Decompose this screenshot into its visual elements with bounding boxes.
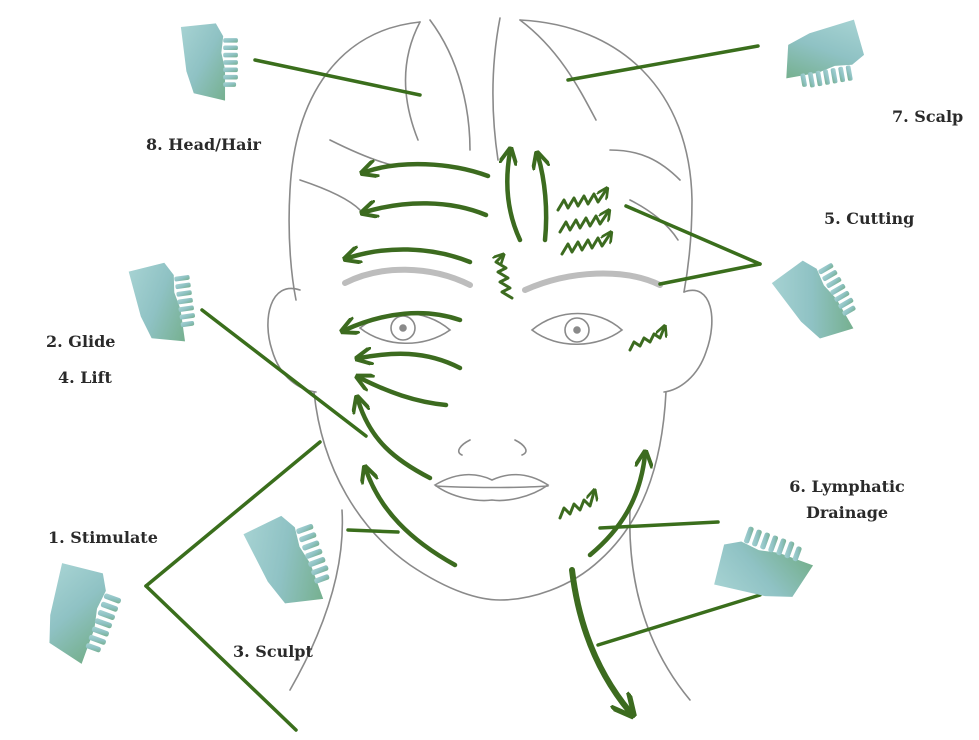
gua-sha-stones xyxy=(32,19,868,669)
massage-arrows xyxy=(345,152,645,712)
gua-sha-comb-stone-icon xyxy=(710,520,818,614)
label-lift: 4. Lift xyxy=(58,370,112,386)
gua-sha-comb-stone-icon xyxy=(32,559,128,669)
gua-sha-comb-stone-icon xyxy=(128,260,198,348)
gua-sha-comb-stone-icon xyxy=(770,249,866,353)
label-sculpt: 3. Sculpt xyxy=(233,644,313,660)
gua-sha-comb-stone-icon xyxy=(778,19,868,92)
label-stimulate: 1. Stimulate xyxy=(48,530,158,546)
label-cutting: 5. Cutting xyxy=(824,211,914,227)
label-glide: 2. Glide xyxy=(46,334,115,350)
label-head-hair: 8. Head/Hair xyxy=(146,137,261,153)
label-lymphatic-drainage: 6. Lymphatic Drainage xyxy=(772,474,922,525)
face-outline xyxy=(268,18,712,700)
gua-sha-comb-stone-icon xyxy=(181,23,238,100)
gua-sha-comb-stone-icon xyxy=(242,507,338,617)
label-scalp: 7. Scalp xyxy=(892,109,963,125)
